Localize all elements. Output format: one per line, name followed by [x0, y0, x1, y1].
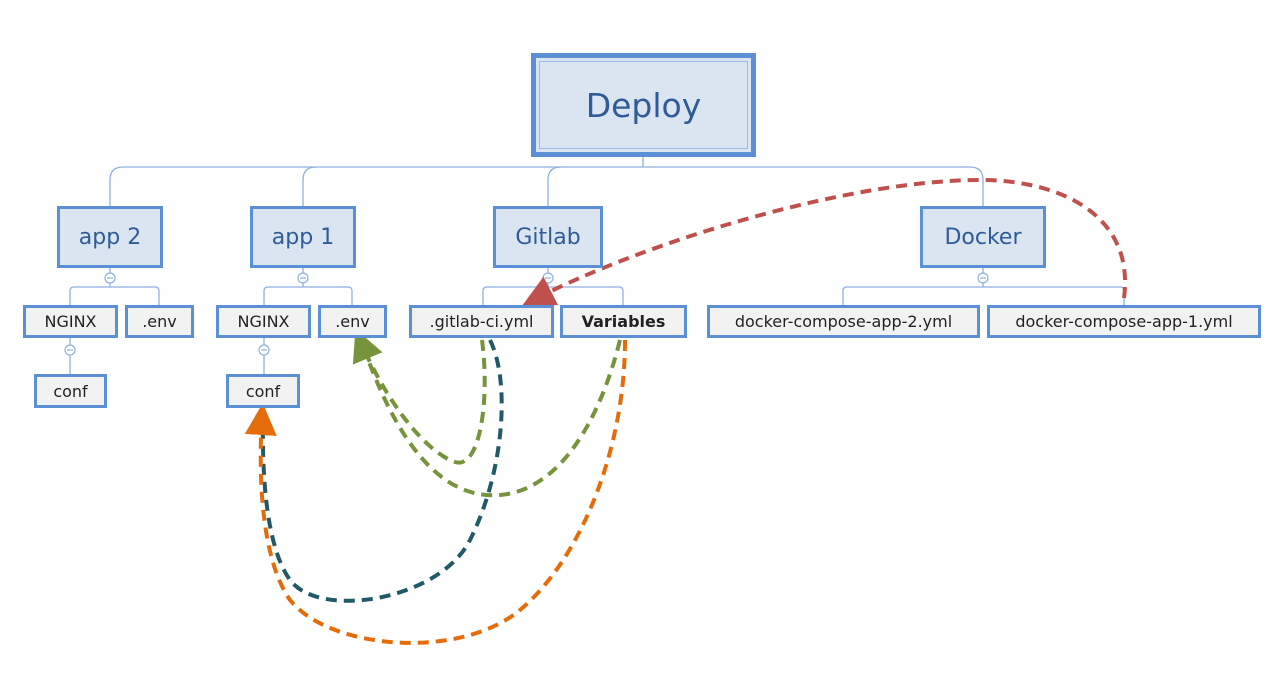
node-label: NGINX — [44, 312, 97, 331]
node-label: Variables — [581, 312, 666, 331]
node-gitlab: Gitlab — [493, 206, 603, 268]
app1-connectors — [258, 268, 353, 374]
node-gitlab-variables: Variables — [560, 305, 687, 338]
arrow-variables-to-env — [360, 339, 622, 498]
node-label: .gitlab-ci.yml — [429, 312, 534, 331]
docker-connectors — [842, 268, 1125, 305]
root-node-deploy: Deploy — [531, 53, 756, 157]
node-label: app 2 — [78, 224, 142, 250]
node-app1: app 1 — [250, 206, 356, 268]
node-app1-nginx: NGINX — [216, 305, 311, 338]
node-app2: app 2 — [57, 206, 163, 268]
gitlab-connectors — [482, 268, 624, 305]
node-label: Docker — [944, 224, 1022, 250]
root-label: Deploy — [585, 85, 702, 125]
node-label: .env — [335, 312, 370, 331]
node-app1-env: .env — [318, 305, 387, 338]
arrow-variables-to-conf — [244, 339, 627, 645]
node-app2-env: .env — [125, 305, 194, 338]
node-label: Gitlab — [515, 224, 581, 250]
node-docker-compose-app-2: docker-compose-app-2.yml — [707, 305, 980, 338]
node-label: NGINX — [237, 312, 290, 331]
node-docker-compose-app-1: docker-compose-app-1.yml — [987, 305, 1261, 338]
node-label: conf — [245, 381, 281, 401]
node-app2-nginx: NGINX — [23, 305, 118, 338]
node-label: docker-compose-app-2.yml — [734, 312, 953, 331]
node-docker: Docker — [920, 206, 1046, 268]
node-label: .env — [142, 312, 177, 331]
node-app1-conf: conf — [226, 374, 300, 408]
relationship-arrows — [244, 177, 1128, 645]
node-label: docker-compose-app-1.yml — [1015, 312, 1233, 331]
node-label: conf — [53, 381, 88, 401]
arrow-gitlab-ci-to-env — [352, 328, 487, 465]
node-label: app 1 — [271, 224, 335, 250]
root-connectors — [109, 157, 984, 206]
app2-connectors — [64, 268, 160, 374]
arrow-gitlab-ci-to-conf — [260, 339, 504, 603]
node-app2-conf: conf — [34, 374, 107, 408]
node-gitlab-ci: .gitlab-ci.yml — [409, 305, 554, 338]
arrow-compose1-to-gitlab-ci — [522, 177, 1128, 306]
